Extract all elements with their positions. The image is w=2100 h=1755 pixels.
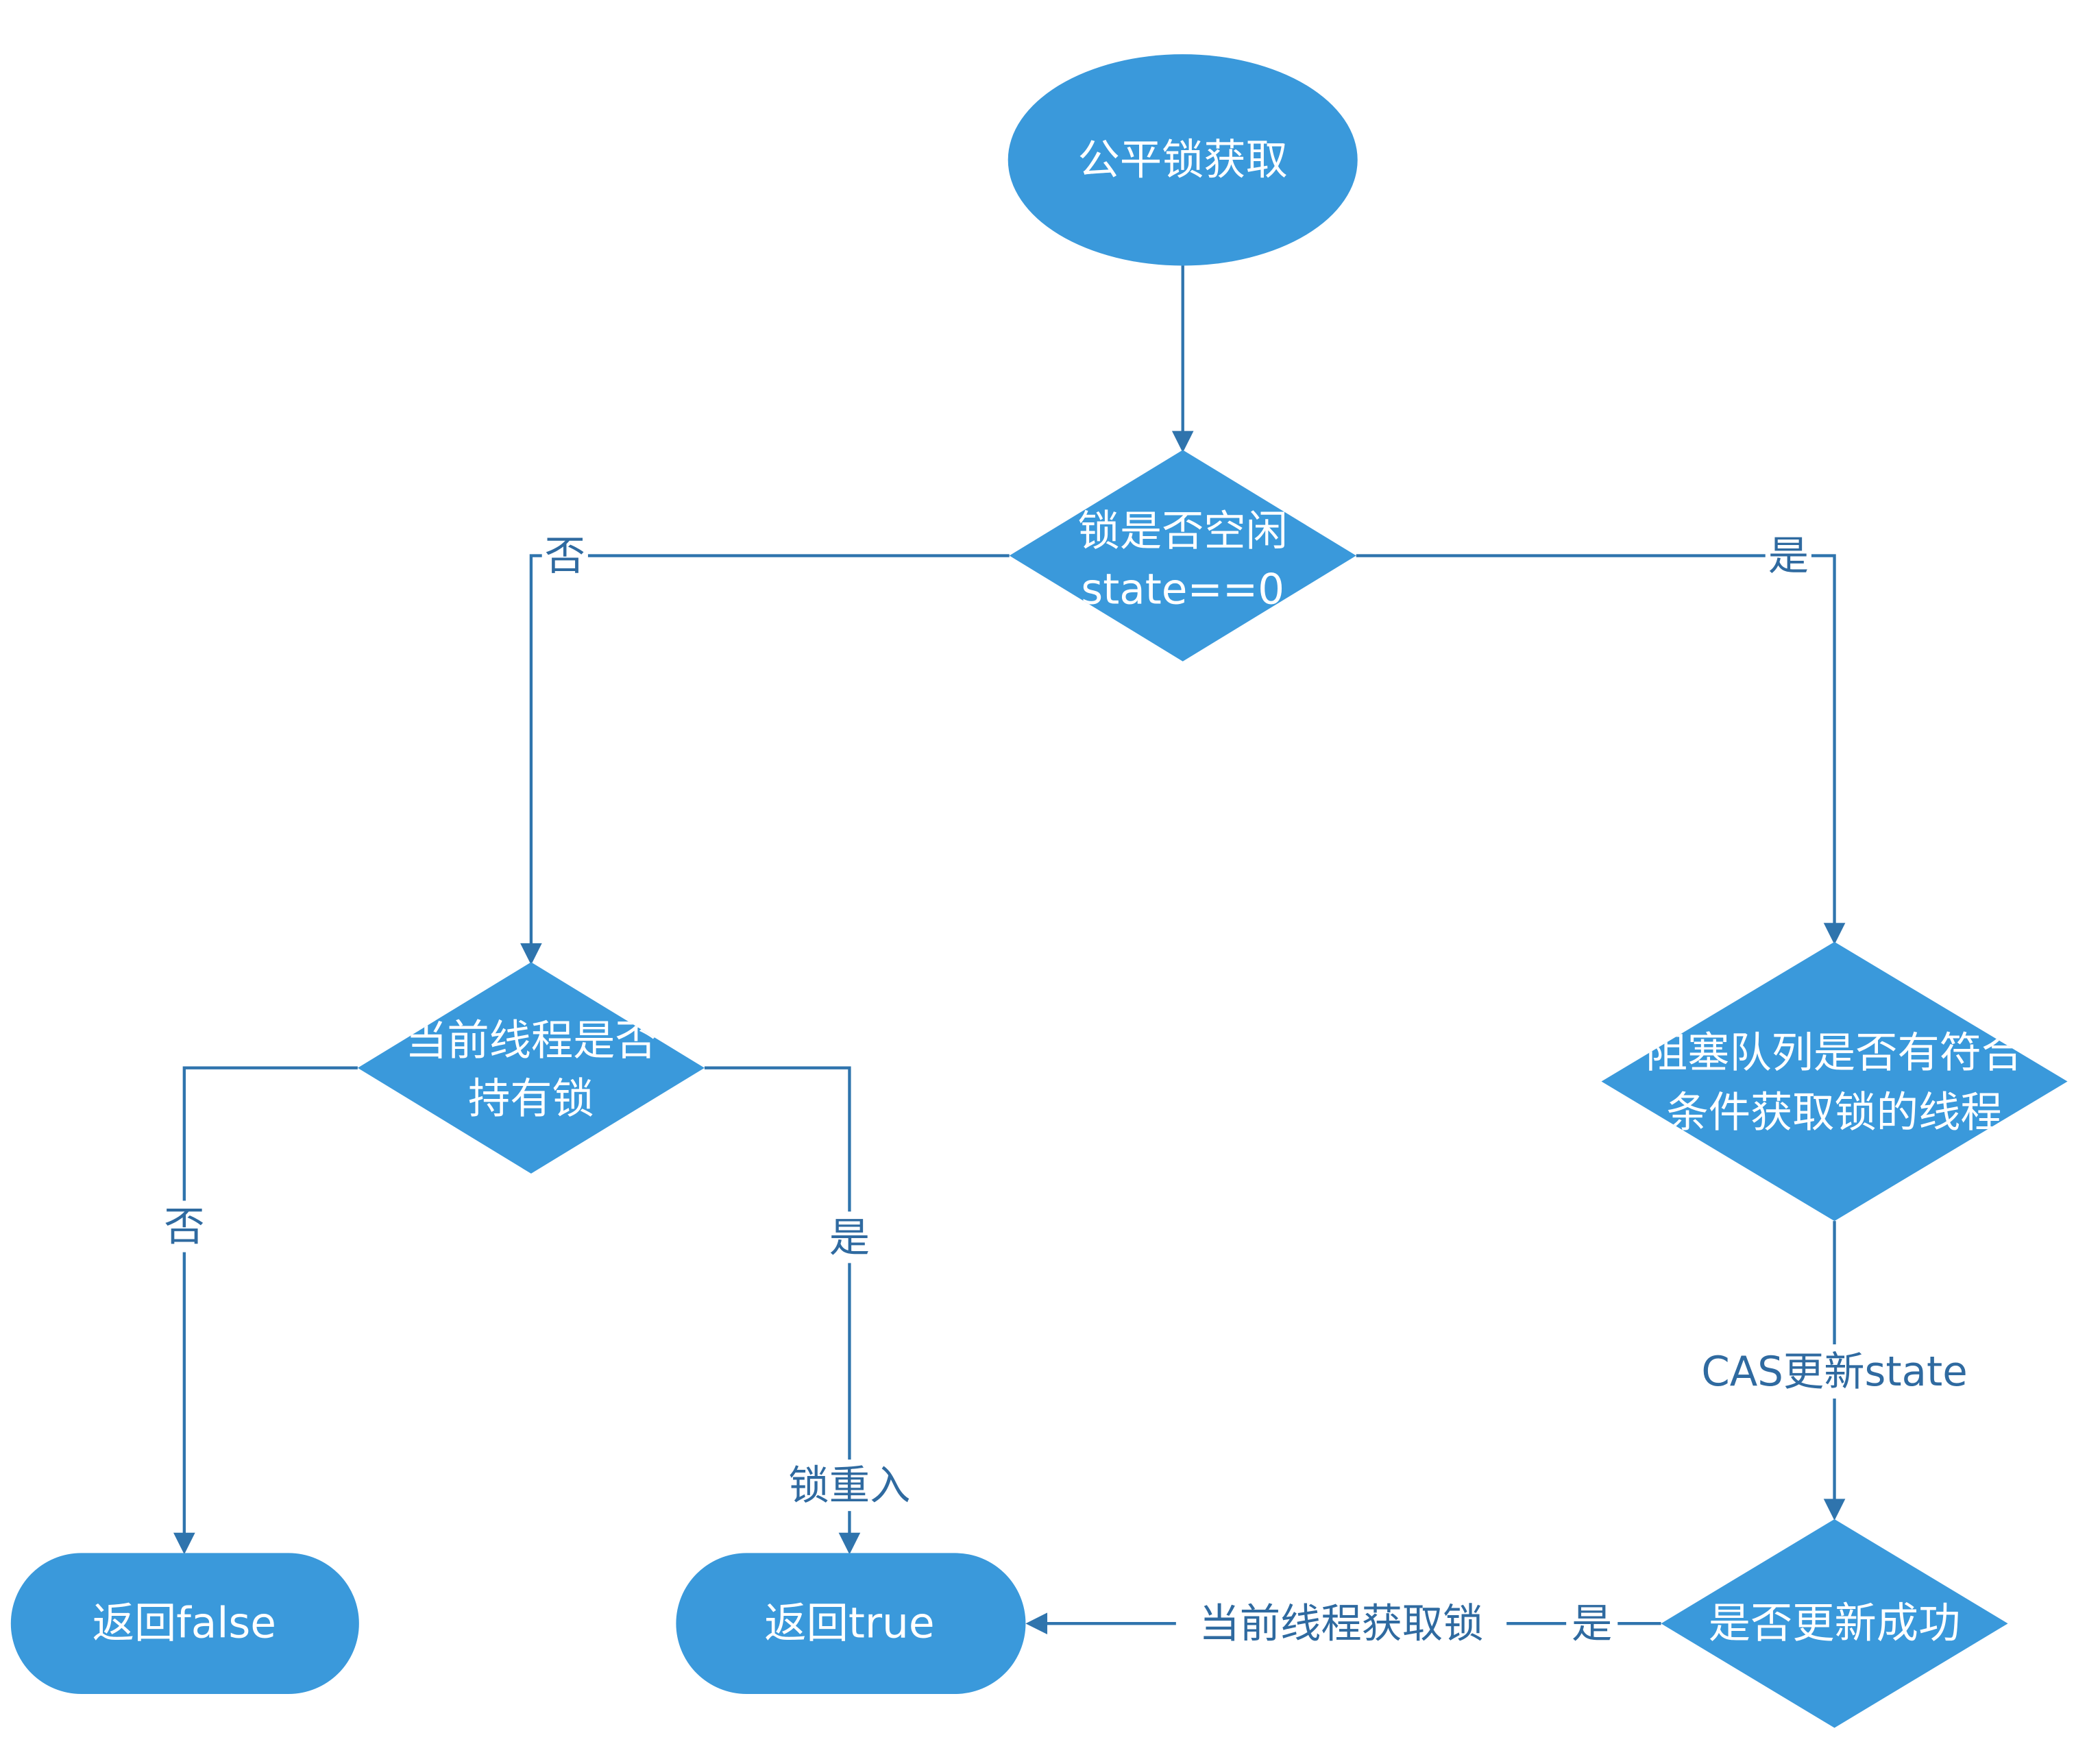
node-queue-check-line1: 阻塞队列是否有符合 bbox=[1646, 1028, 2023, 1077]
arrow-head-icon bbox=[1823, 1499, 1846, 1521]
node-queue-check-line2: 条件获取锁的线程 bbox=[1666, 1088, 2002, 1137]
arrow-head-icon bbox=[838, 1532, 861, 1555]
edge-holds-yes: 是 锁重入 bbox=[704, 1066, 925, 1555]
node-return-false-label: 返回false bbox=[93, 1599, 276, 1648]
node-return-true-label: 返回true bbox=[764, 1599, 934, 1648]
node-holds-lock-line1: 当前线程是否 bbox=[405, 1017, 657, 1065]
edge-label-yes: 是 bbox=[1768, 532, 1809, 579]
edge-update-yes: 是 当前线程获取锁 bbox=[1025, 1597, 1661, 1649]
edge-label-no: 否 bbox=[545, 532, 585, 579]
node-start-label: 公平锁获取 bbox=[1078, 136, 1288, 184]
node-lock-free-line1: 锁是否空闲 bbox=[1078, 507, 1288, 555]
node-lock-free: 锁是否空闲 state==0 bbox=[1009, 450, 1356, 662]
edge-holds-no: 否 bbox=[160, 1066, 358, 1555]
node-update-ok-label: 是否更新成功 bbox=[1709, 1599, 1961, 1648]
arrow-head-icon bbox=[1171, 431, 1194, 453]
node-return-true: 返回true bbox=[676, 1553, 1026, 1695]
node-holds-lock: 当前线程是否 持有锁 bbox=[357, 962, 705, 1174]
node-lock-free-line2: state==0 bbox=[1081, 565, 1284, 614]
arrow-head-icon bbox=[173, 1532, 195, 1555]
edge-cas-update: CAS更新state bbox=[1680, 1221, 1989, 1521]
arrow-head-icon bbox=[1823, 923, 1846, 945]
node-holds-lock-line2: 持有锁 bbox=[468, 1075, 594, 1124]
edge-label-yes: 是 bbox=[1572, 1600, 1612, 1647]
edge-label-yes: 是 bbox=[829, 1213, 870, 1261]
edge-start-to-lock-free bbox=[1171, 265, 1194, 453]
edge-lock-free-yes: 是 bbox=[1356, 531, 1846, 945]
arrow-head-icon bbox=[520, 943, 542, 965]
edge-label-cas: CAS更新state bbox=[1701, 1348, 1967, 1395]
node-queue-check: 阻塞队列是否有符合 条件获取锁的线程 bbox=[1601, 941, 2068, 1222]
edge-label-reentrant: 锁重入 bbox=[788, 1462, 910, 1509]
edge-lock-free-no: 否 bbox=[520, 531, 1010, 965]
node-return-false: 返回false bbox=[10, 1553, 359, 1695]
edge-label-acquire: 当前线程获取锁 bbox=[1199, 1600, 1483, 1647]
arrow-head-icon bbox=[1025, 1612, 1048, 1635]
node-update-ok: 是否更新成功 bbox=[1661, 1519, 2008, 1728]
edge-label-no: 否 bbox=[164, 1203, 204, 1250]
node-start: 公平锁获取 bbox=[1008, 54, 1358, 266]
